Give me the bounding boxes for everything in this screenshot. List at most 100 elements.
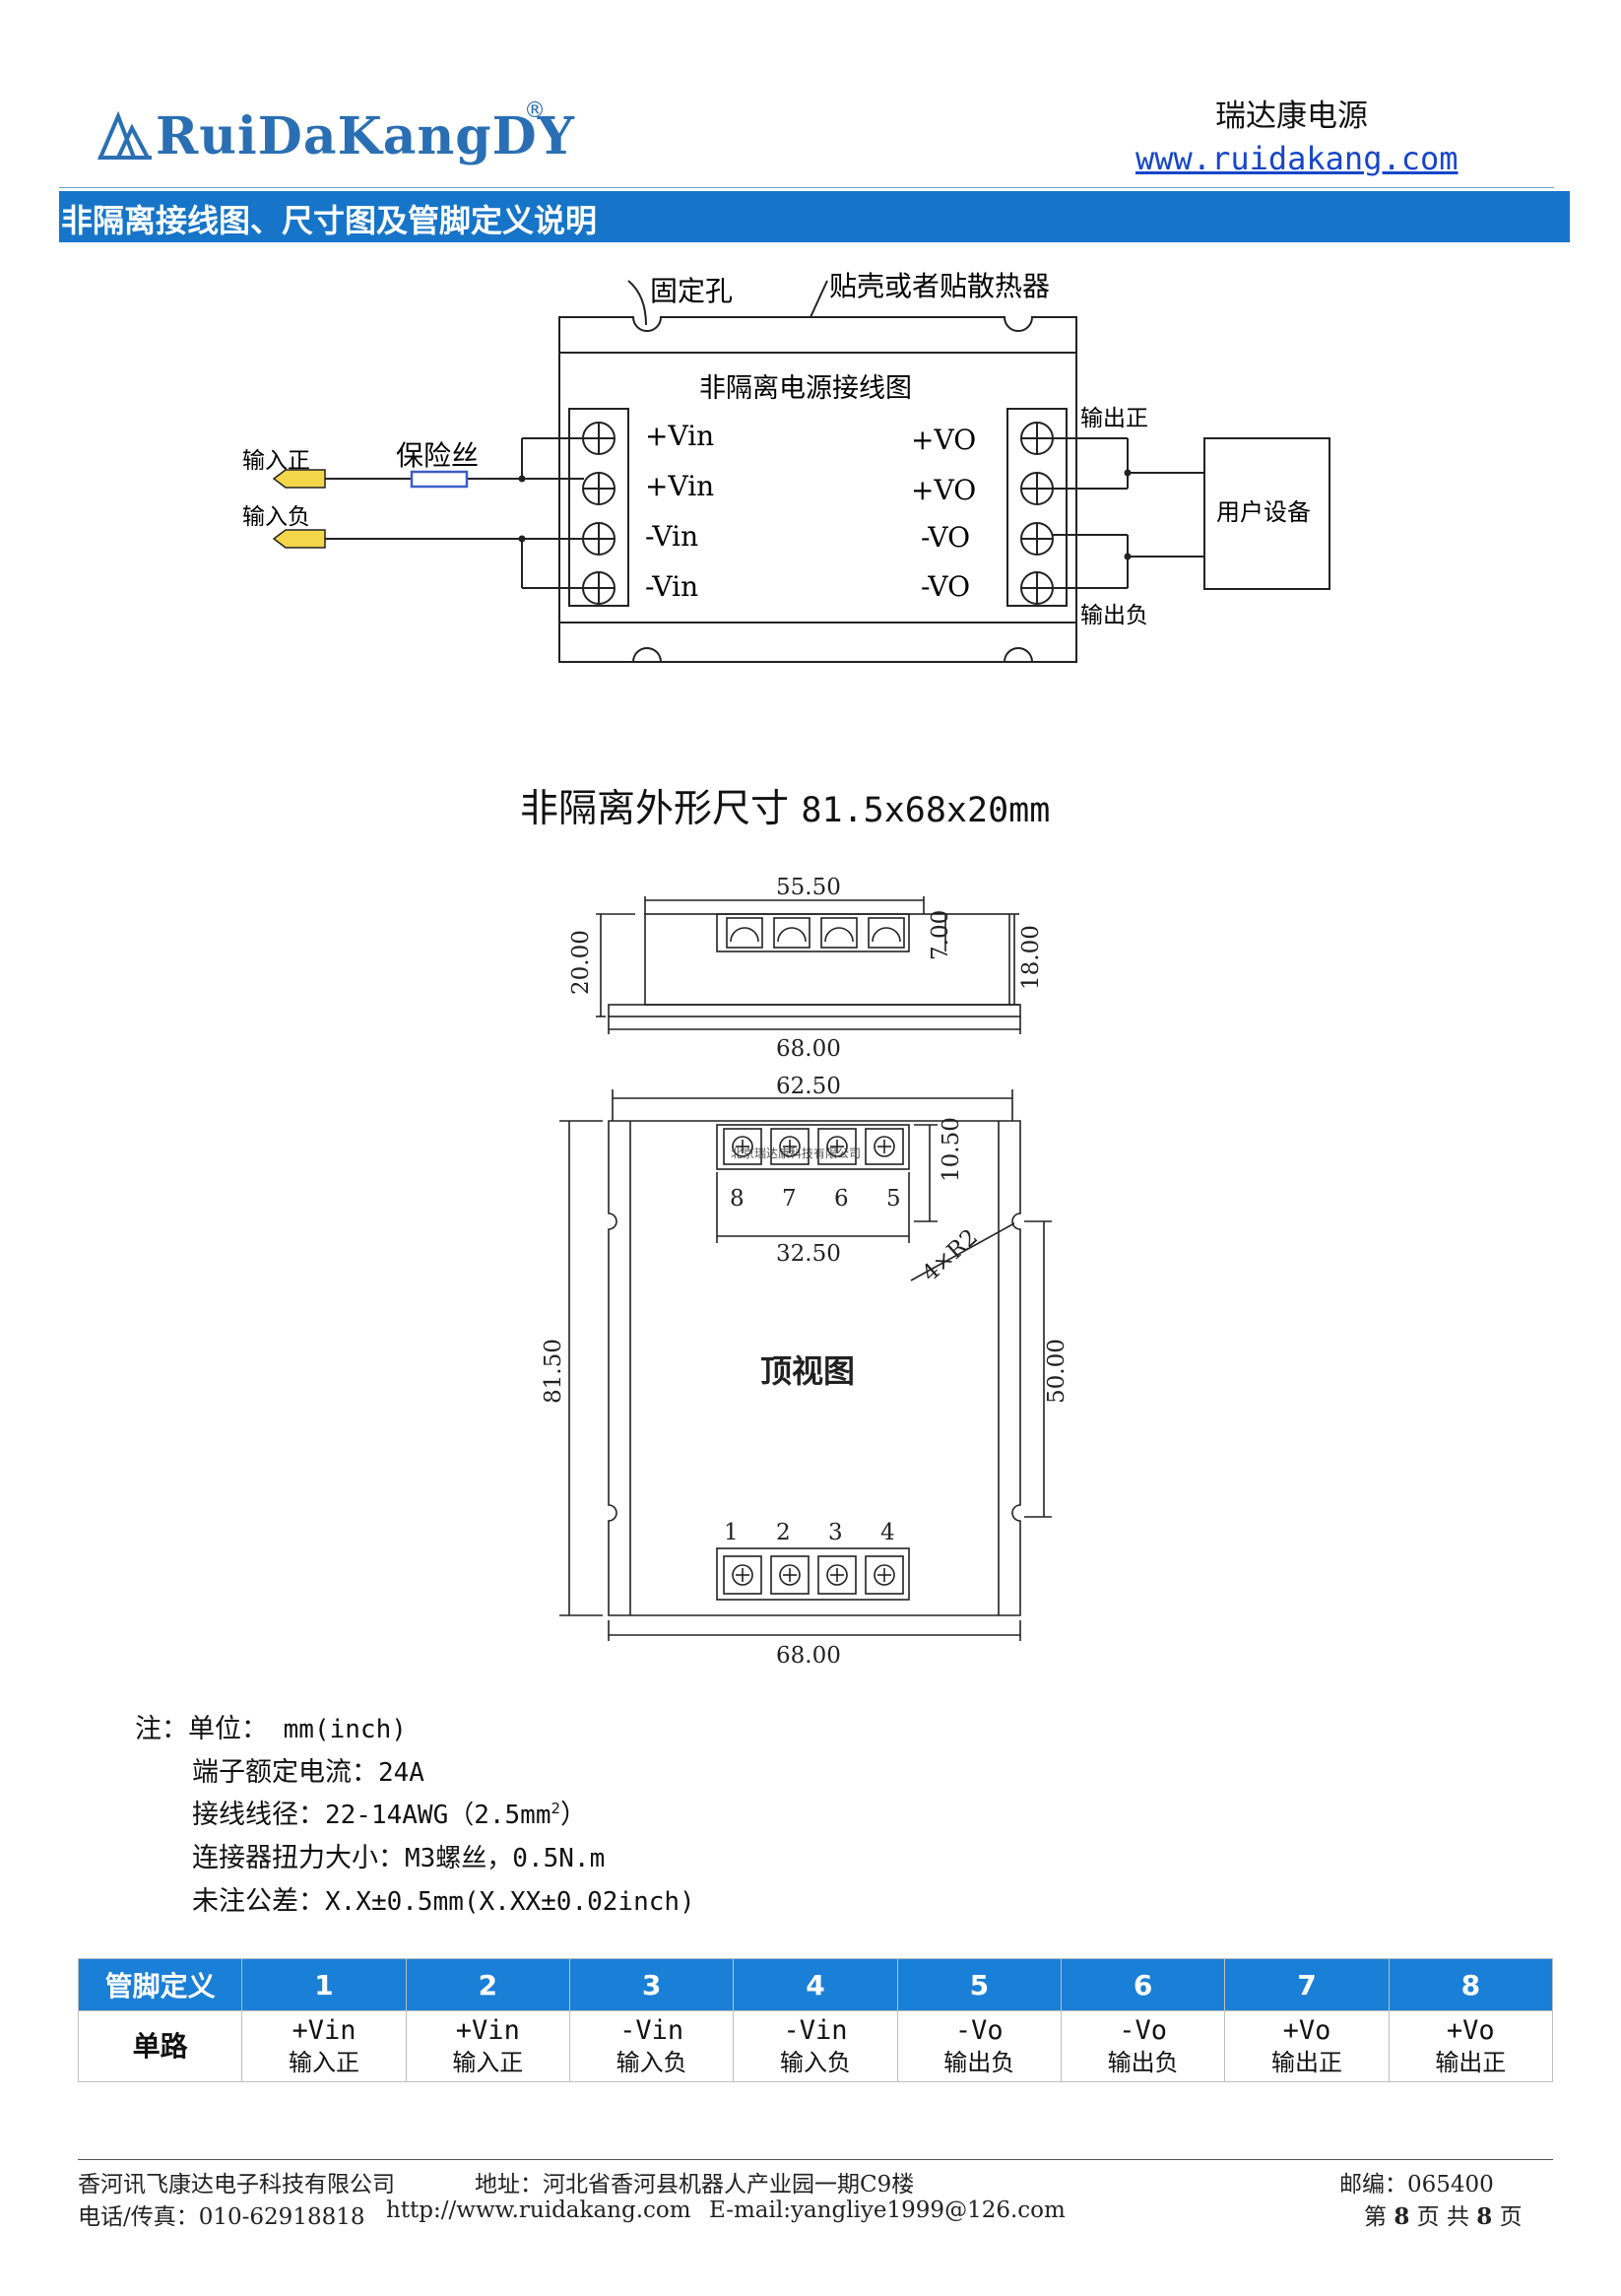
- pin-description: 输入正: [452, 2048, 524, 2076]
- bottom-pin-number-2: 2: [776, 1520, 791, 1545]
- terminal-screw-icon: [723, 1555, 762, 1595]
- pin-symbol: +Vo: [1282, 2014, 1331, 2046]
- footer-divider: [78, 2159, 1553, 2160]
- footer-url[interactable]: http://www.ruidakang.com: [386, 2198, 691, 2223]
- pin-symbol: +Vin: [292, 2014, 357, 2046]
- website-link[interactable]: www.ruidakang.com: [1135, 140, 1459, 177]
- input-pos-terminal: [272, 469, 326, 489]
- output-neg-label: 输出负: [1080, 603, 1148, 628]
- screw-icon: [582, 571, 616, 605]
- footer-phone: 电话/传真：010-62918818: [78, 2204, 365, 2230]
- table-row-label: 单路: [77, 2010, 243, 2082]
- left-pin-label-1: +Vin: [645, 420, 714, 452]
- dim-top-terminal-offset: 10.50: [939, 1117, 964, 1182]
- dim-length: 81.50: [541, 1339, 566, 1404]
- dim-corner-radius: 4×R2: [918, 1224, 983, 1286]
- pin-description: 输出正: [1270, 2048, 1342, 2076]
- table-header-pin: 4: [733, 1958, 898, 2011]
- top-pin-number-8: 8: [730, 1186, 745, 1212]
- note-rated-current-label: 端子额定电流：: [192, 1757, 378, 1788]
- wiring-diagram: 固定孔 贴壳或者贴散热器 非隔离电源接线图 输入正 输入负 保险丝 输出正 输出…: [242, 270, 1330, 663]
- pin-symbol: +Vo: [1446, 2014, 1495, 2046]
- dimension-title-size: 81.5x68x20mm: [801, 791, 1051, 830]
- page-prefix: 第: [1364, 2204, 1387, 2230]
- fuse-label: 保险丝: [396, 439, 479, 472]
- terminal-screw-icon: [770, 1555, 810, 1595]
- top-pin-number-7: 7: [782, 1186, 797, 1212]
- side-view-base: [608, 1004, 1021, 1017]
- side-terminal-icon: [773, 917, 810, 949]
- pin-symbol: -Vo: [1119, 2014, 1168, 2046]
- dim-side-width-base: 68.00: [776, 1036, 841, 1062]
- note-rated-current-value: 24A: [378, 1758, 424, 1788]
- fuse-symbol: [410, 470, 469, 489]
- dim-hole-spacing: 50.00: [1044, 1339, 1070, 1404]
- bottom-pin-number-3: 3: [828, 1520, 843, 1545]
- table-header-row: 管脚定义 1 2 3 4 5 6 7 8: [77, 1958, 1554, 2011]
- screw-icon: [582, 472, 616, 505]
- top-terminal-block: [716, 1124, 910, 1170]
- page-suffix: 页: [1499, 2204, 1523, 2230]
- table-header-pin: 3: [568, 1958, 735, 2011]
- brand-name: 瑞达康电源: [1215, 98, 1368, 134]
- side-terminal-icon: [820, 917, 858, 949]
- dimension-drawing: 55.50 20.00 7.00 18.00 68.00 62.50 10.50…: [541, 875, 1070, 1669]
- left-pin-label-2: +Vin: [645, 470, 714, 502]
- pin-description: 输入负: [616, 2048, 687, 2076]
- note-tolerance-value: X.X±0.5mm(X.XX±0.02inch): [325, 1887, 695, 1917]
- note-tolerance-label: 未注公差：: [192, 1886, 325, 1917]
- top-pin-number-5: 5: [886, 1186, 901, 1212]
- table-header-pin: 5: [896, 1958, 1062, 2011]
- dim-top-width: 62.50: [776, 1074, 841, 1099]
- output-pos-label: 输出正: [1080, 406, 1148, 431]
- header-divider: [59, 187, 1554, 188]
- output-terminal-block: [1006, 408, 1068, 607]
- pin-description: 输出正: [1435, 2048, 1507, 2076]
- pin-symbol: -Vin: [619, 2014, 684, 2046]
- screw-icon: [1020, 522, 1054, 556]
- dim-top-terminal-span: 32.50: [776, 1241, 841, 1267]
- left-pin-label-3: -Vin: [645, 520, 698, 553]
- note-torque-label: 连接器扭力大小：: [192, 1843, 405, 1873]
- right-pin-label-2: +VO: [911, 474, 976, 506]
- right-pin-label-3: -VO: [921, 521, 970, 554]
- wiring-title: 非隔离电源接线图: [699, 373, 912, 404]
- bottom-terminal-block: [716, 1547, 910, 1601]
- dim-side-terminal-h: 7.00: [928, 910, 953, 960]
- footer-company: 香河讯飞康达电子科技有限公司: [78, 2172, 395, 2198]
- top-pin-number-6: 6: [834, 1186, 849, 1212]
- footer-email[interactable]: E-mail:yangliye1999@126.com: [709, 2198, 1066, 2223]
- note-tolerance: 未注公差：X.X±0.5mm(X.XX±0.02inch): [192, 1879, 695, 1918]
- terminal-screw-icon: [817, 1555, 857, 1595]
- dimension-title: 非隔离外形尺寸 81.5x68x20mm: [520, 778, 1050, 833]
- left-pin-label-4: -Vin: [645, 570, 698, 603]
- footer-address: 地址：河北省香河县机器人产业园一期C9楼: [475, 2172, 915, 2198]
- screw-icon: [1020, 472, 1054, 505]
- footer-postcode: 邮编：065400: [1339, 2172, 1494, 2198]
- terminal-screw-icon: [770, 1128, 810, 1165]
- dim-width-bottom: 68.00: [776, 1643, 841, 1669]
- side-view-body: [644, 913, 1010, 1006]
- table-header-pin: 2: [405, 1958, 570, 2011]
- top-view-label: 顶视图: [760, 1352, 855, 1390]
- logo-icon: [97, 110, 152, 160]
- section-bar: [59, 191, 1570, 242]
- watermark: 北京瑞达康科技有限公司: [731, 1146, 861, 1160]
- module-outline: [558, 316, 1077, 663]
- pin-symbol: -Vin: [783, 2014, 848, 2046]
- screw-icon: [1020, 422, 1054, 455]
- input-neg-terminal: [272, 529, 326, 549]
- right-pin-label-1: +VO: [911, 424, 976, 456]
- dimension-title-cn: 非隔离外形尺寸: [520, 787, 790, 831]
- bottom-pin-number-4: 4: [880, 1520, 895, 1545]
- dim-side-width-top: 55.50: [776, 875, 841, 900]
- note-unit-value: mm(inch): [268, 1715, 407, 1744]
- note-wire-gauge: 接线线径：22-14AWG（2.5mm2）: [192, 1793, 587, 1831]
- note-wire-gauge-close: ）: [560, 1800, 588, 1830]
- pin-symbol: +Vin: [455, 2014, 520, 2046]
- dim-side-height-total: 20.00: [568, 930, 594, 995]
